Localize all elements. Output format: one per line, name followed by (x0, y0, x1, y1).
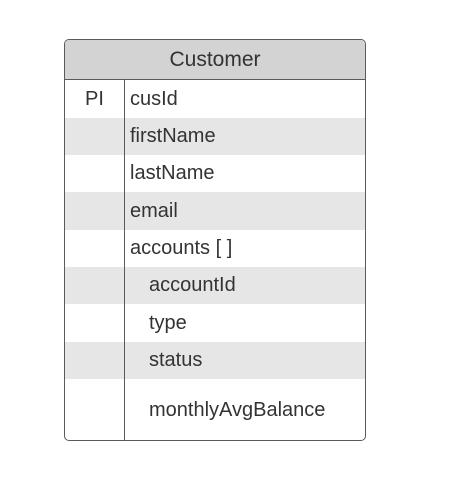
key-column-divider (124, 80, 125, 440)
row-key (65, 155, 124, 192)
entity-row[interactable]: monthlyAvgBalance (65, 379, 365, 440)
row-field: accountId (149, 274, 236, 296)
row-field: monthlyAvgBalance (149, 399, 326, 421)
row-key (65, 118, 124, 155)
entity-row[interactable]: accounts [ ] (65, 230, 365, 267)
row-field: type (149, 311, 187, 334)
row-field: firstName (130, 125, 216, 147)
entity-row[interactable]: email (65, 192, 365, 230)
row-field: cusId (130, 87, 178, 110)
entity-row[interactable]: PI cusId (65, 80, 365, 118)
entity-row[interactable]: accountId (65, 267, 365, 304)
row-key (65, 342, 124, 379)
row-key (65, 230, 124, 267)
row-field: lastName (130, 162, 215, 184)
row-field: accounts [ ] (130, 237, 233, 259)
row-key (65, 379, 124, 440)
entity-row[interactable]: type (65, 304, 365, 342)
entity-title: Customer (65, 40, 365, 80)
row-key: PI (85, 87, 104, 110)
row-key (65, 267, 124, 304)
customer-entity[interactable]: Customer PI cusId firstName lastName ema… (64, 39, 366, 441)
row-key (65, 192, 124, 230)
entity-row[interactable]: lastName (65, 155, 365, 192)
entity-row[interactable]: status (65, 342, 365, 379)
row-field: status (149, 349, 203, 371)
entity-row[interactable]: firstName (65, 118, 365, 155)
row-field: email (130, 199, 178, 222)
row-key (65, 304, 124, 342)
